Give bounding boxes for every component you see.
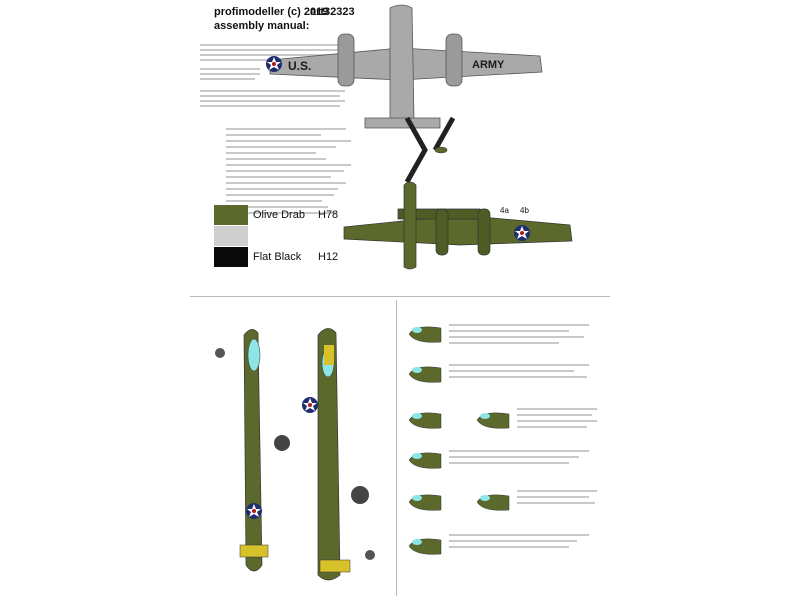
underside-tail xyxy=(364,117,441,129)
underside-roundel-icon xyxy=(266,56,282,72)
wheel-icon xyxy=(274,435,290,451)
profile-right-tail-fin xyxy=(319,559,351,573)
brand-title: profimodeller (c) 2019 xyxy=(214,6,329,18)
aircraft-list xyxy=(226,128,356,218)
nose-profile-6 xyxy=(408,538,442,555)
profile-right-yellow-band xyxy=(324,345,334,365)
wheel-icon xyxy=(215,348,225,358)
topside-fuselage xyxy=(403,181,417,270)
topside-engine-right xyxy=(477,208,491,256)
topside-roundel-icon xyxy=(514,225,530,241)
swatch-flat-black xyxy=(214,247,248,267)
legend-code-h12: H12 xyxy=(318,251,339,263)
legend-name-flat-black: Flat Black xyxy=(253,251,302,263)
nose-profile-1 xyxy=(408,326,442,343)
topside-plane-drawing: 4a 4b xyxy=(343,181,573,270)
swatch-grey xyxy=(214,226,248,246)
topside-engine-left xyxy=(435,208,449,256)
nose-profile-2 xyxy=(408,366,442,383)
legend-code-h78: H78 xyxy=(318,209,339,221)
nose-art-captions xyxy=(449,324,597,548)
nose-profile-4 xyxy=(408,452,442,469)
profile-left-canopy xyxy=(247,338,261,372)
underside-engine-left xyxy=(337,33,355,87)
profile-left-roundel-icon xyxy=(246,503,262,519)
propeller-hub-icon xyxy=(434,146,448,154)
side-profiles-drawing xyxy=(215,328,375,581)
nose-profile-7 xyxy=(476,412,510,429)
product-code: art32323 xyxy=(310,6,355,18)
wing-marking-army: ARMY xyxy=(472,59,505,71)
section-divider-vertical xyxy=(396,300,397,596)
wheel-icon xyxy=(351,486,369,504)
underside-fuselage xyxy=(389,4,415,127)
nose-profile-5 xyxy=(408,494,442,511)
intro-text-block xyxy=(200,40,350,110)
topside-wing xyxy=(343,214,573,246)
propeller-blade-icon xyxy=(432,116,456,152)
nose-profile-8 xyxy=(476,494,510,511)
nose-art-references xyxy=(408,324,597,555)
callout-4a: 4a xyxy=(500,206,509,215)
profile-right-roundel-icon xyxy=(302,397,318,413)
profile-left-tail-fin xyxy=(239,544,269,558)
swatch-olive-drab xyxy=(214,205,248,225)
callout-4b: 4b xyxy=(520,206,529,215)
landing-gear-parts xyxy=(404,116,456,184)
nose-profile-3 xyxy=(408,412,442,429)
wing-marking-us: U.S. xyxy=(288,59,311,73)
profile-right-fuselage xyxy=(317,328,341,581)
section-divider-horizontal xyxy=(190,296,610,297)
manual-subtitle: assembly manual: xyxy=(214,20,310,32)
propeller-blade-icon xyxy=(404,116,428,184)
wheel-icon xyxy=(365,550,375,560)
underside-plane-drawing: U.S. ARMY xyxy=(266,4,543,129)
underside-engine-right xyxy=(445,33,463,87)
legend-name-olive-drab: Olive Drab xyxy=(253,209,305,221)
